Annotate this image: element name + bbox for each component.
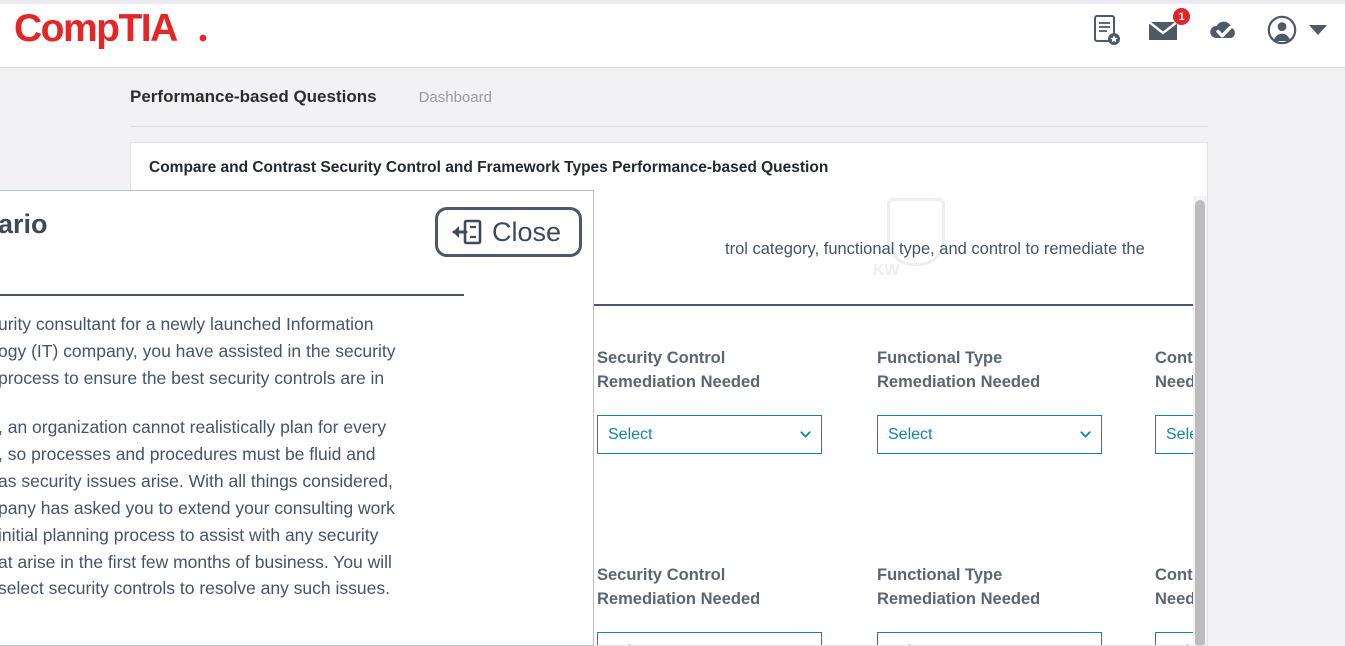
- scenario-body-text: urity consultant for a newly launched In…: [0, 311, 468, 624]
- envelope-icon[interactable]: 1: [1147, 8, 1190, 44]
- faded-keyword-label: KW: [873, 262, 900, 279]
- scenario-overlay-inner: ario urity consultant for a newly launch…: [0, 191, 593, 645]
- select-value-6: Select: [1166, 643, 1207, 645]
- scenario-p2-line-1: , an organization cannot realistically p…: [0, 416, 387, 437]
- scenario-p1-line-2: ogy (IT) company, you have assisted in t…: [0, 340, 396, 361]
- header-icon-group: 1: [1091, 8, 1327, 46]
- comptia-logo[interactable]: CompTIA: [12, 7, 212, 53]
- section-divider: [131, 304, 1207, 306]
- scenario-p1-line-3: process to ensure the best security cont…: [0, 367, 385, 388]
- select-security-control-1[interactable]: Select: [597, 415, 822, 454]
- scenario-overlay-panel: ario urity consultant for a newly launch…: [0, 190, 594, 646]
- tab-dashboard[interactable]: Dashboard: [418, 89, 492, 106]
- sign-out-icon: [452, 219, 482, 245]
- scenario-title-divider: [0, 294, 464, 296]
- scenario-p2-line-3: as security issues arise. With all thing…: [0, 470, 393, 491]
- scenario-p2-line-6: at arise in the first few months of busi…: [0, 551, 392, 572]
- column-header-functional-type-2: Functional Type Remediation Needed: [877, 566, 1041, 608]
- vertical-scrollbar-track[interactable]: [1193, 196, 1207, 645]
- scenario-p2-line-5: initial planning process to assist with …: [0, 524, 379, 545]
- top-header-bar: CompTIA 1: [0, 0, 1345, 68]
- scenario-p1-line-1: urity consultant for a newly launched In…: [0, 314, 374, 334]
- close-button-label: Close: [492, 216, 562, 247]
- column-header-security-control-2: Security Control Remediation Needed: [597, 566, 761, 608]
- scenario-title: ario: [0, 209, 48, 239]
- scenario-paragraph-2: , an organization cannot realistically p…: [0, 414, 468, 603]
- chevron-down-icon[interactable]: [1309, 25, 1327, 35]
- svg-text:CompTIA: CompTIA: [14, 7, 178, 50]
- tab-performance-based-questions[interactable]: Performance-based Questions: [130, 87, 377, 106]
- column-header-functional-type-1: Functional Type Remediation Needed: [877, 349, 1041, 391]
- scenario-p2-line-2: , so processes and procedures must be fl…: [0, 443, 376, 464]
- vertical-scrollbar-thumb[interactable]: [1195, 200, 1205, 645]
- column-header-security-control-1: Security Control Remediation Needed: [597, 349, 761, 391]
- scenario-p2-line-7: select security controls to resolve any …: [0, 578, 390, 599]
- chevron-down-icon: [1080, 431, 1091, 438]
- question-card-title: Compare and Contrast Security Control an…: [131, 143, 1207, 195]
- select-functional-type-1[interactable]: Select: [877, 415, 1102, 454]
- tab-bar: Performance-based Questions Dashboard: [130, 78, 1208, 127]
- document-star-icon[interactable]: [1091, 14, 1121, 46]
- select-value-5: Select: [888, 643, 932, 645]
- select-value-1: Select: [608, 426, 653, 443]
- cloud-check-icon[interactable]: [1207, 16, 1241, 44]
- user-avatar-icon[interactable]: [1267, 15, 1297, 45]
- select-security-control-2[interactable]: Select: [597, 632, 822, 645]
- select-functional-type-2[interactable]: Select: [877, 632, 1102, 645]
- question-instruction-text: trol category, functional type, and cont…: [725, 240, 1145, 258]
- select-value-2: Select: [888, 426, 933, 443]
- select-value-4: Select: [608, 643, 652, 645]
- scenario-paragraph-1: urity consultant for a newly launched In…: [0, 311, 468, 392]
- envelope-badge-count: 1: [1173, 8, 1190, 25]
- header-top-strip: [0, 0, 1345, 4]
- chevron-down-icon: [800, 431, 811, 438]
- close-button[interactable]: Close: [435, 207, 583, 257]
- scenario-p2-line-4: pany has asked you to extend your consul…: [0, 497, 395, 518]
